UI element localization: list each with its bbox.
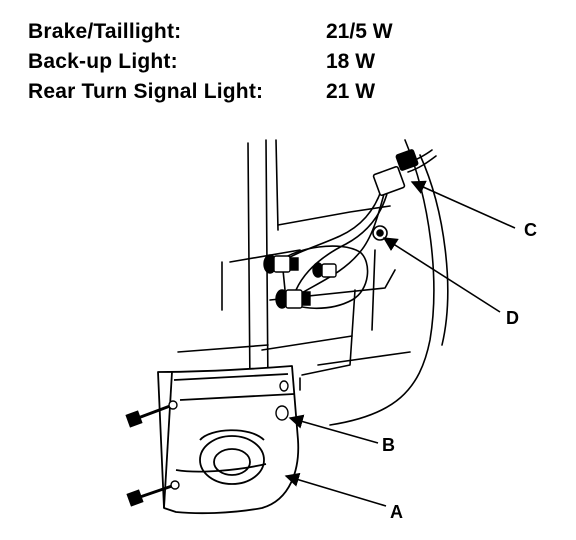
bulb-socket-lower: [275, 289, 311, 309]
callout-label-c: C: [524, 220, 537, 240]
leader-line-a: [284, 472, 387, 507]
spec-value: 21/5 W: [326, 20, 393, 43]
spec-value: 21 W: [326, 80, 376, 103]
leader-line-c: [410, 180, 516, 229]
leader-line-b: [288, 414, 379, 444]
callout-label-a: A: [390, 502, 403, 522]
taillight-assembly: [157, 365, 300, 515]
mounting-bolt-lower: [126, 480, 180, 507]
callout-label-d: D: [506, 308, 519, 328]
wiring-harness: [281, 149, 437, 295]
taillight-grommet: [275, 380, 289, 421]
bulb-socket-upper: [263, 254, 299, 274]
callout-label-b: B: [382, 435, 395, 455]
mounting-bolt-upper: [125, 400, 178, 428]
spec-name: Back-up Light:: [28, 50, 178, 73]
leader-line-d: [382, 237, 501, 313]
bulb-socket-middle: [312, 262, 337, 278]
spec-name: Rear Turn Signal Light:: [28, 80, 264, 103]
spec-name: Brake/Taillight:: [28, 20, 182, 43]
harness-connector: [372, 149, 419, 241]
spec-value: 18 W: [326, 50, 376, 73]
leader-lines: [284, 180, 516, 507]
vehicle-body-structure: [177, 139, 449, 426]
